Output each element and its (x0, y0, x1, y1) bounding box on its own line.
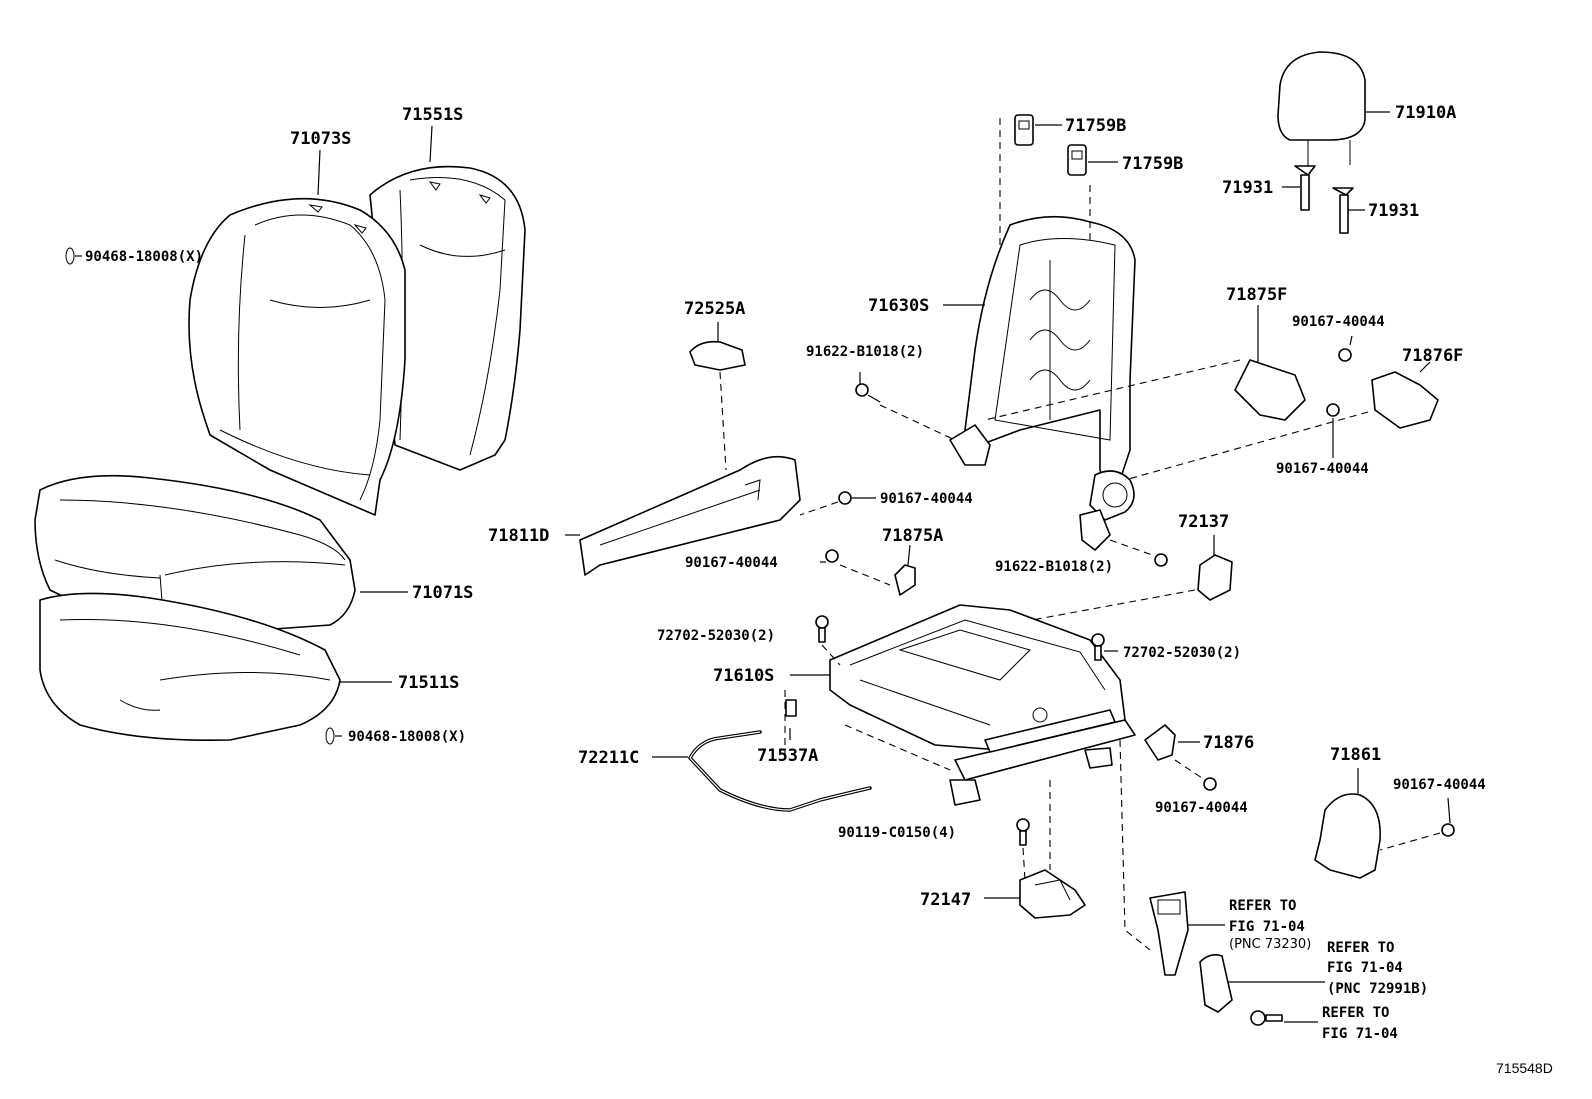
label-71759B-2: 71759B (1122, 154, 1183, 174)
label-91622-a: 91622-B1018(2) (806, 344, 924, 360)
label-71931-a: 71931 (1222, 178, 1273, 198)
refer-note-3-line1: REFER TO (1322, 1005, 1389, 1021)
label-71071S: 71071S (412, 583, 473, 603)
cover-71861 (1314, 768, 1455, 879)
label-71876F: 71876F (1402, 346, 1463, 366)
label-71610S: 71610S (713, 666, 774, 686)
label-71875F: 71875F (1226, 285, 1287, 305)
support-71931 (1282, 165, 1365, 234)
refer-note-2-line3: (PNC 72991B) (1327, 981, 1428, 997)
label-90468-upper: 90468-18008(X) (85, 249, 203, 265)
bracket-71759B (1014, 114, 1118, 176)
label-71811D: 71811D (488, 526, 549, 546)
label-71511S: 71511S (398, 673, 459, 693)
cushion-pad-71511S (39, 592, 341, 741)
label-72137: 72137 (1178, 512, 1229, 532)
seatback-cover-71073S (188, 197, 406, 516)
label-90167-b: 90167-40044 (685, 555, 778, 571)
refer-note-2-line2: FIG 71-04 (1327, 960, 1403, 976)
label-71759B-1: 71759B (1065, 116, 1126, 136)
label-72211C: 72211C (578, 748, 639, 768)
cover-72525A (689, 322, 746, 371)
bracket-71876 (1144, 724, 1217, 791)
diagram-code: 715548D (1496, 1060, 1553, 1076)
bolt-72702 (815, 615, 1118, 666)
headrest-71910A (1277, 51, 1390, 170)
buckle-cover (1199, 954, 1325, 1013)
bolt-90119 (1016, 818, 1030, 881)
bracket-71875A (839, 544, 916, 596)
cover-71875F (984, 305, 1306, 421)
label-71073S: 71073S (290, 129, 351, 149)
refer-note-1-line3: (PNC 73230) (1229, 937, 1311, 952)
screw-90167 (1326, 335, 1353, 458)
label-72525A: 72525A (684, 299, 745, 319)
label-90167-c: 90167-40044 (1292, 314, 1385, 330)
label-90167-a: 90167-40044 (880, 491, 973, 507)
label-91622-b: 91622-B1018(2) (995, 559, 1113, 575)
refer-note-1-line2: FIG 71-04 (1229, 919, 1305, 935)
label-71875A: 71875A (882, 526, 943, 546)
label-90167-f: 90167-40044 (1393, 777, 1486, 793)
label-71876: 71876 (1203, 733, 1254, 753)
refer-note-3-line2: FIG 71-04 (1322, 1026, 1398, 1042)
refer-note-2-line1: REFER TO (1327, 940, 1394, 956)
shield-71811D (565, 455, 801, 576)
screw-90167 (799, 491, 876, 563)
seatback-frame-71630S (943, 215, 1136, 551)
wire-72211C (652, 730, 872, 812)
label-71861: 71861 (1330, 745, 1381, 765)
seatbelt-buckle (1149, 891, 1225, 976)
refer-note-1-line1: REFER TO (1229, 898, 1296, 914)
label-71630S: 71630S (868, 296, 929, 316)
label-71551S: 71551S (402, 105, 463, 125)
belt-bolt (1250, 1010, 1318, 1026)
seat-adjuster-71610S (790, 604, 1136, 806)
label-90167-e: 90167-40044 (1155, 800, 1248, 816)
label-90119: 90119-C0150(4) (838, 825, 956, 841)
label-71537A: 71537A (757, 746, 818, 766)
cover-71876F (1124, 361, 1439, 481)
label-71910A: 71910A (1395, 103, 1456, 123)
label-72702-a: 72702-52030(2) (657, 628, 775, 644)
label-90468-lower: 90468-18008(X) (348, 729, 466, 745)
hog-ring-90468 (65, 247, 342, 745)
label-72147: 72147 (920, 890, 971, 910)
label-72702-b: 72702-52030(2) (1123, 645, 1241, 661)
bracket-72147 (984, 869, 1086, 919)
clip-71537A (785, 699, 797, 740)
label-71931-b: 71931 (1368, 201, 1419, 221)
label-90167-d: 90167-40044 (1276, 461, 1369, 477)
bolt-91622 (855, 372, 1168, 567)
cover-72137 (1004, 535, 1233, 626)
